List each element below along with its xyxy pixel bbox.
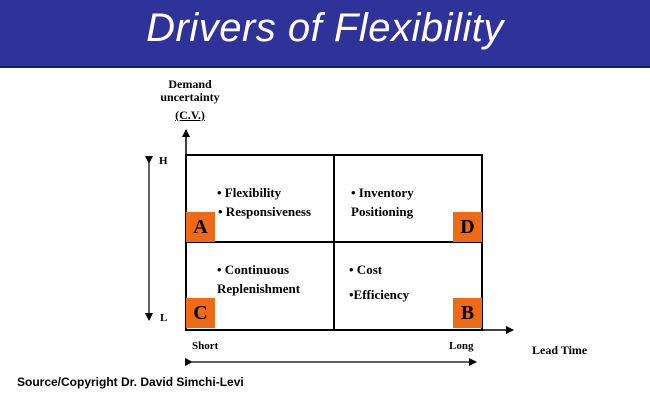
x-axis-label: Lead Time	[532, 343, 588, 357]
long-label: Long	[449, 340, 474, 352]
quadrant-a-badge: A	[186, 212, 215, 242]
quadrant-d-line-2: Positioning	[351, 204, 414, 219]
title-banner: Drivers of Flexibility	[0, 0, 650, 68]
source-credit: Source/Copyright Dr. David Simchi-Levi	[17, 375, 244, 389]
quadrant-a-line-1: • Flexibility	[217, 185, 282, 200]
quadrant-d-text: • Inventory Positioning	[351, 183, 414, 221]
quadrant-b-line-2: •Efficiency	[349, 287, 410, 302]
page-title: Drivers of Flexibility	[146, 6, 504, 50]
short-label: Short	[192, 340, 219, 352]
quadrant-b-line-1: • Cost	[349, 262, 383, 277]
quadrant-a-text: • Flexibility • Responsiveness	[217, 183, 311, 221]
low-label: L	[160, 312, 168, 324]
quadrant-d-line-1: • Inventory	[351, 185, 414, 200]
high-label: H	[159, 155, 168, 167]
quadrant-b-text: • Cost •Efficiency	[349, 257, 409, 307]
quadrant-c-line-1: • Continuous	[217, 262, 290, 277]
y-axis-sublabel: (C.V.)	[175, 108, 205, 122]
quadrant-c-text: • Continuous Replenishment	[217, 260, 300, 298]
quadrant-d-badge: D	[453, 212, 482, 242]
quadrant-c-line-2: Replenishment	[217, 281, 301, 296]
quadrant-a-line-2: • Responsiveness	[218, 204, 312, 219]
y-axis-label: Demand uncertainty	[160, 77, 220, 104]
quadrant-b-badge: B	[453, 298, 482, 328]
quadrant-c-badge: C	[186, 298, 215, 328]
